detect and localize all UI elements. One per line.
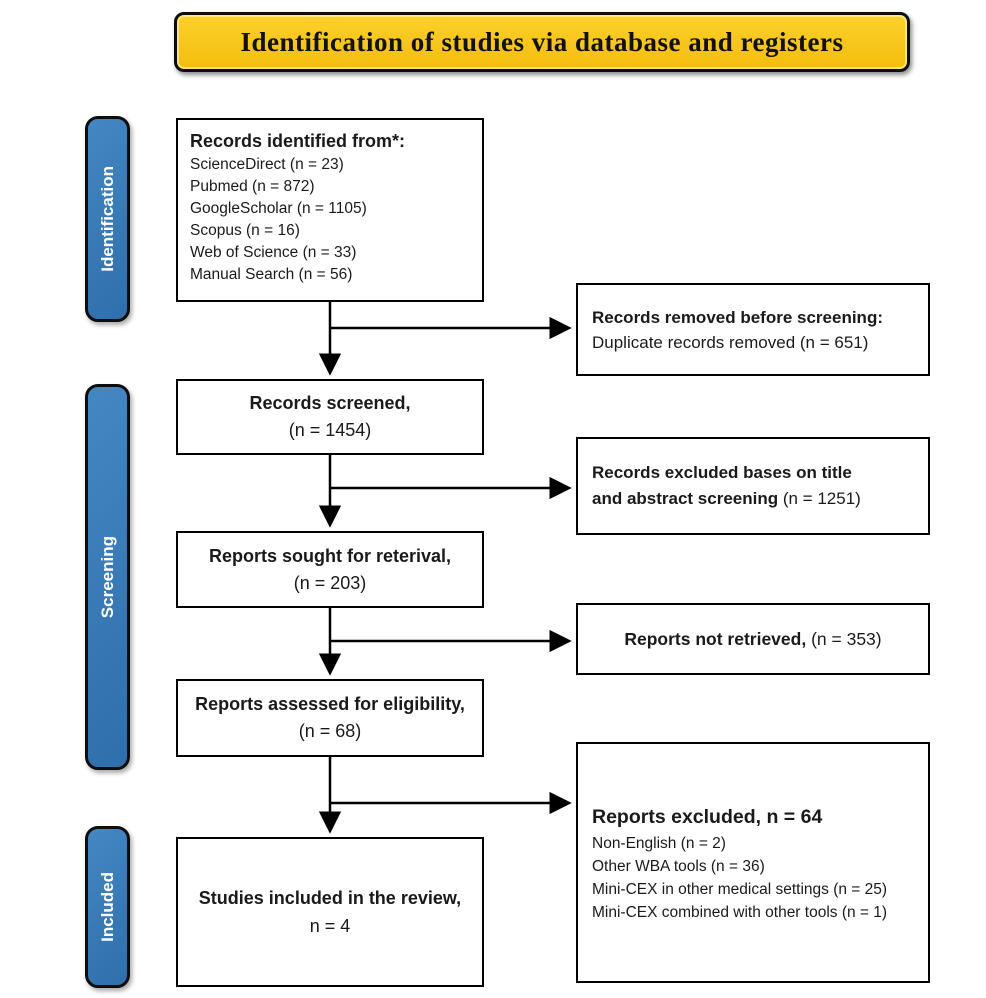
excluded-non-english: Non-English (n = 2) [592, 834, 726, 852]
records-screened-title: Records screened, [249, 393, 411, 413]
source-web-of-science: Web of Science (n = 33) [190, 244, 357, 261]
stage-label-identification: Identification [85, 116, 130, 322]
records-removed-title: Records removed before screening: [592, 307, 883, 327]
stage-label-screening: Screening [85, 384, 130, 770]
box-records-screened: Records screened, (n = 1454) [176, 379, 484, 455]
reports-sought-count: (n = 203) [293, 572, 367, 593]
box-studies-included: Studies included in the review, n = 4 [176, 837, 484, 987]
reports-not-retrieved-title: Reports not retrieved, [624, 628, 807, 649]
diagram-title: Identification of studies via database a… [240, 26, 844, 57]
reports-assessed-title: Reports assessed for eligibility, [195, 694, 465, 714]
box-records-removed: Records removed before screening: Duplic… [576, 283, 930, 376]
reports-assessed-count: (n = 68) [298, 721, 362, 741]
reports-not-retrieved-line: Reports not retrieved, (n = 353) [624, 629, 881, 650]
box-records-identified: Records identified from*: ScienceDirect … [176, 118, 484, 302]
source-pubmed: Pubmed (n = 872) [190, 178, 315, 195]
source-scopus: Scopus (n = 16) [190, 222, 300, 239]
box-reports-excluded: Reports excluded, n = 64 Non-English (n … [576, 742, 930, 983]
source-manual-search: Manual Search (n = 56) [190, 266, 353, 283]
records-excluded-count: (n = 1251) [778, 489, 861, 508]
box-reports-sought: Reports sought for reterival, (n = 203) [176, 531, 484, 608]
duplicates-removed: Duplicate records removed (n = 651) [592, 332, 869, 352]
box-records-excluded-screening: Records excluded bases on title and abst… [576, 437, 930, 535]
stage-label-included: Included [85, 826, 130, 988]
records-screened-count: (n = 1454) [288, 420, 372, 440]
records-excluded-line1: Records excluded bases on title [592, 463, 852, 482]
excluded-other-wba: Other WBA tools (n = 36) [592, 857, 765, 875]
box-reports-not-retrieved: Reports not retrieved, (n = 353) [576, 603, 930, 675]
records-excluded-line2-bold: and abstract screening [592, 489, 779, 508]
source-googlescholar: GoogleScholar (n = 1105) [190, 200, 367, 217]
studies-included-title: Studies included in the review, [198, 888, 462, 908]
reports-not-retrieved-count: (n = 353) [806, 628, 882, 649]
records-excluded-line2: and abstract screening (n = 1251) [592, 486, 914, 512]
reports-sought-title: Reports sought for reterival, [208, 545, 452, 566]
excluded-combined-tools: Mini-CEX combined with other tools (n = … [592, 903, 888, 921]
studies-included-count: n = 4 [309, 916, 351, 936]
source-sciencedirect: ScienceDirect (n = 23) [190, 156, 344, 173]
box-reports-assessed: Reports assessed for eligibility, (n = 6… [176, 679, 484, 757]
reports-excluded-title: Reports excluded, n = 64 [592, 805, 823, 828]
records-identified-title: Records identified from*: [190, 131, 406, 151]
diagram-title-banner: Identification of studies via database a… [174, 12, 910, 72]
excluded-other-settings: Mini-CEX in other medical settings (n = … [592, 880, 888, 898]
